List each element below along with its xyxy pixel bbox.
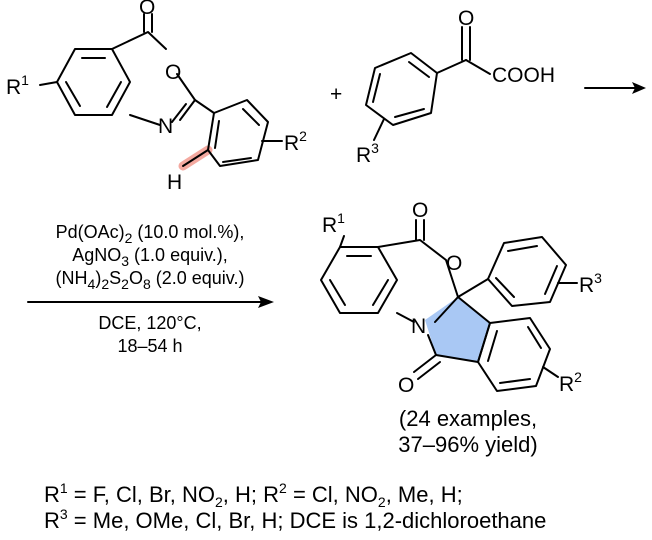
oxazinone-ring xyxy=(111,31,167,50)
product-ring-oxygen-label: O xyxy=(446,252,462,275)
catalyst-line: Pd(OAc)2 (10.0 mol.%), xyxy=(56,222,245,246)
product-lactone-oxygen-label: O xyxy=(412,199,428,222)
reaction-conditions: Pd(OAc)2 (10.0 mol.%), AgNO3 (1.0 equiv.… xyxy=(27,222,274,356)
product-nitrogen-label: N xyxy=(411,315,426,338)
hydrogen-label: H xyxy=(167,171,182,194)
solvent-temperature-line: DCE, 120°C, xyxy=(98,313,201,333)
persulfate-line: (NH4)2S2O8 (2.0 equiv.) xyxy=(56,268,245,292)
time-line: 18–54 h xyxy=(117,336,182,356)
product-r2-label: R2 xyxy=(559,369,582,396)
product-r1-label: R1 xyxy=(322,210,345,237)
reactant-benzoxazinone: O O N R1 R2 H xyxy=(6,0,307,194)
product-structure: R1 O O N O R2 R3 xyxy=(320,199,602,397)
product-imide-oxygen-label: O xyxy=(398,374,414,397)
carbonyl-oxygen-label: O xyxy=(139,0,155,19)
silver-oxidant-line: AgNO3 (1.0 equiv.), xyxy=(72,245,228,269)
product-pendant-aryl-ring xyxy=(487,236,567,307)
ring-nitrogen-label: N xyxy=(158,115,173,138)
r1-substituent-label: R1 xyxy=(6,72,29,99)
main-arrow xyxy=(27,296,274,308)
top-arrow xyxy=(584,82,646,94)
yield-range: 37–96% yield) xyxy=(398,432,537,457)
substituent-footnote-line1: R1 = F, Cl, Br, NO2, H; R2 = Cl, NO2, Me… xyxy=(44,480,463,510)
glyoxylic-aryl-ring xyxy=(365,52,438,126)
keto-oxygen-label: O xyxy=(458,7,474,30)
reactant-glyoxylic-acid: O COOH R3 xyxy=(356,7,555,167)
r3-substituent-label: R3 xyxy=(356,140,379,167)
carboxylic-acid-label: COOH xyxy=(492,64,555,87)
examples-count: (24 examples, xyxy=(399,406,537,431)
product-r3-label: R3 xyxy=(579,270,602,297)
substituent-footnote-line2: R3 = Me, OMe, Cl, Br, H; DCE is 1,2-dich… xyxy=(44,506,546,533)
product-fused-aryl-ring xyxy=(477,317,551,392)
pyrrolidinone-ring-highlight xyxy=(425,297,490,362)
r2-substituent-label: R2 xyxy=(284,128,307,155)
plus-sign: + xyxy=(330,83,342,106)
ring-oxygen-label: O xyxy=(165,61,181,84)
